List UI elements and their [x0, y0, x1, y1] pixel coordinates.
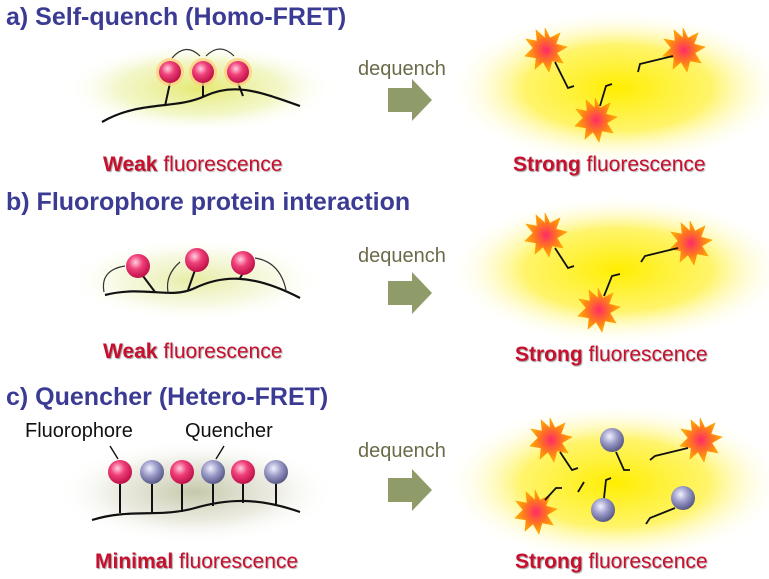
fluorophore-sphere: [170, 460, 194, 484]
panel-b-left-emphasis: Weak: [103, 340, 158, 363]
panel-c-right-emphasis: Strong: [515, 550, 583, 573]
panel-a-title: a) Self-quench (Homo-FRET): [6, 3, 347, 31]
panel-b-dequench-label: dequench: [358, 245, 446, 267]
quencher-sphere: [591, 498, 615, 522]
panel-c-title: c) Quencher (Hetero-FRET): [6, 383, 329, 411]
backbone-curve: [104, 277, 301, 299]
fluorophore-sphere: [192, 61, 214, 83]
panel-b-left-rest: fluorescence: [157, 340, 283, 363]
panel-b-right-rest: fluorescence: [582, 343, 708, 366]
energy-transfer-arc: [205, 48, 235, 57]
fluorophore-sphere: [231, 460, 255, 484]
panel-a-right-illustration: [448, 10, 769, 166]
quencher-legend-label: Quencher: [185, 420, 273, 442]
quencher-sphere: [671, 486, 695, 510]
panel-b-right-label: Strong fluorescence: [515, 343, 708, 367]
fluorophore-sphere: [126, 254, 150, 278]
panel-b-left-illustration: [65, 238, 325, 322]
fluorophore-sphere: [108, 460, 132, 484]
panel-b-title: b) Fluorophore protein interaction: [6, 188, 411, 216]
panel-a-right-rest: fluorescence: [580, 153, 706, 176]
backbone-curve: [101, 88, 301, 123]
panel-a-left-emphasis: Weak: [103, 153, 158, 176]
dequench-arrow: [388, 79, 432, 121]
quencher-pointer: [215, 445, 225, 460]
fluorophore-sphere: [185, 248, 209, 272]
panel-a-left-label: Weak fluorescence: [103, 153, 282, 177]
quencher-sphere: [600, 428, 624, 452]
panel-c-left-illustration: [55, 440, 335, 544]
panel-c-dequench-label: dequench: [358, 440, 446, 462]
fluorophore-pointer: [109, 445, 119, 460]
panel-a-right-emphasis: Strong: [513, 153, 581, 176]
panel-c-right-label: Strong fluorescence: [515, 550, 708, 574]
fluorophore-sphere: [231, 251, 255, 275]
dequench-arrow: [388, 469, 432, 511]
panel-b-right-emphasis: Strong: [515, 343, 583, 366]
panel-c-left-emphasis: Minimal: [95, 550, 174, 573]
panel-a-right-label: Strong fluorescence: [513, 153, 706, 177]
panel-b-right-illustration: [448, 195, 769, 345]
panel-c-left-rest: fluorescence: [173, 550, 299, 573]
panel-b-left-label: Weak fluorescence: [103, 340, 282, 364]
quencher-sphere: [140, 460, 164, 484]
panel-a-left-illustration: [65, 43, 335, 133]
panel-c-left-label: Minimal fluorescence: [95, 550, 298, 574]
dequench-arrow: [388, 272, 432, 314]
quencher-sphere: [201, 460, 225, 484]
panel-a-dequench-label: dequench: [358, 58, 446, 80]
fluorophore-sphere: [159, 61, 181, 83]
backbone-curve: [91, 499, 301, 522]
fluorophore-sphere: [227, 61, 249, 83]
panel-c-right-rest: fluorescence: [582, 550, 708, 573]
fluorophore-legend-label: Fluorophore: [25, 420, 133, 442]
energy-transfer-arc: [171, 48, 201, 59]
panel-c-right-illustration: [445, 403, 769, 563]
panel-a-left-rest: fluorescence: [157, 153, 283, 176]
quencher-sphere: [264, 460, 288, 484]
